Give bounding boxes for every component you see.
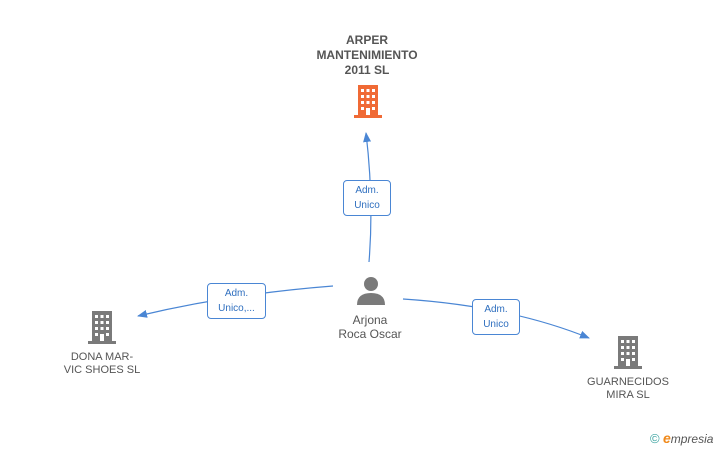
left-company-label[interactable]: DONA MAR- VIC SHOES SL bbox=[42, 351, 162, 377]
left-company-line-2: VIC SHOES SL bbox=[63, 364, 141, 376]
edge-label-right[interactable]: Adm. Unico bbox=[472, 299, 520, 335]
edge-label-right-line-2: Unico bbox=[483, 319, 509, 330]
building-icon[interactable] bbox=[86, 309, 118, 345]
main-company-line-3: 2011 SL bbox=[344, 63, 390, 77]
building-icon[interactable] bbox=[612, 334, 644, 370]
right-company-label[interactable]: GUARNECIDOS MIRA SL bbox=[568, 376, 688, 402]
brand-rest: mpresia bbox=[670, 432, 714, 446]
person-line-2: Roca Oscar bbox=[338, 327, 402, 341]
edge-label-left-line-2: Unico,... bbox=[218, 303, 255, 314]
empresia-logo: © empresia bbox=[650, 430, 713, 446]
right-company-line-1: GUARNECIDOS bbox=[587, 376, 669, 388]
building-icon[interactable] bbox=[352, 83, 384, 119]
copyright-symbol: © bbox=[650, 431, 660, 446]
main-company-line-2: MANTENIMIENTO bbox=[316, 48, 418, 62]
brand-e: e bbox=[662, 430, 671, 446]
person-line-1: Arjona bbox=[352, 313, 388, 327]
left-company-line-1: DONA MAR- bbox=[70, 351, 134, 363]
right-company-line-2: MIRA SL bbox=[606, 389, 650, 401]
edge-label-top-line-2: Unico bbox=[354, 200, 380, 211]
person-icon[interactable] bbox=[355, 275, 387, 307]
main-company-label[interactable]: ARPER MANTENIMIENTO 2011 SL bbox=[300, 33, 434, 78]
edge-label-top-line-1: Adm. bbox=[355, 185, 379, 196]
edge-label-left[interactable]: Adm. Unico,... bbox=[207, 283, 266, 319]
edge-label-top[interactable]: Adm. Unico bbox=[343, 180, 391, 216]
main-company-line-1: ARPER bbox=[345, 33, 388, 47]
edge-label-right-line-1: Adm. bbox=[484, 304, 508, 315]
person-label[interactable]: Arjona Roca Oscar bbox=[314, 313, 426, 341]
edge-label-left-line-1: Adm. bbox=[224, 288, 249, 299]
